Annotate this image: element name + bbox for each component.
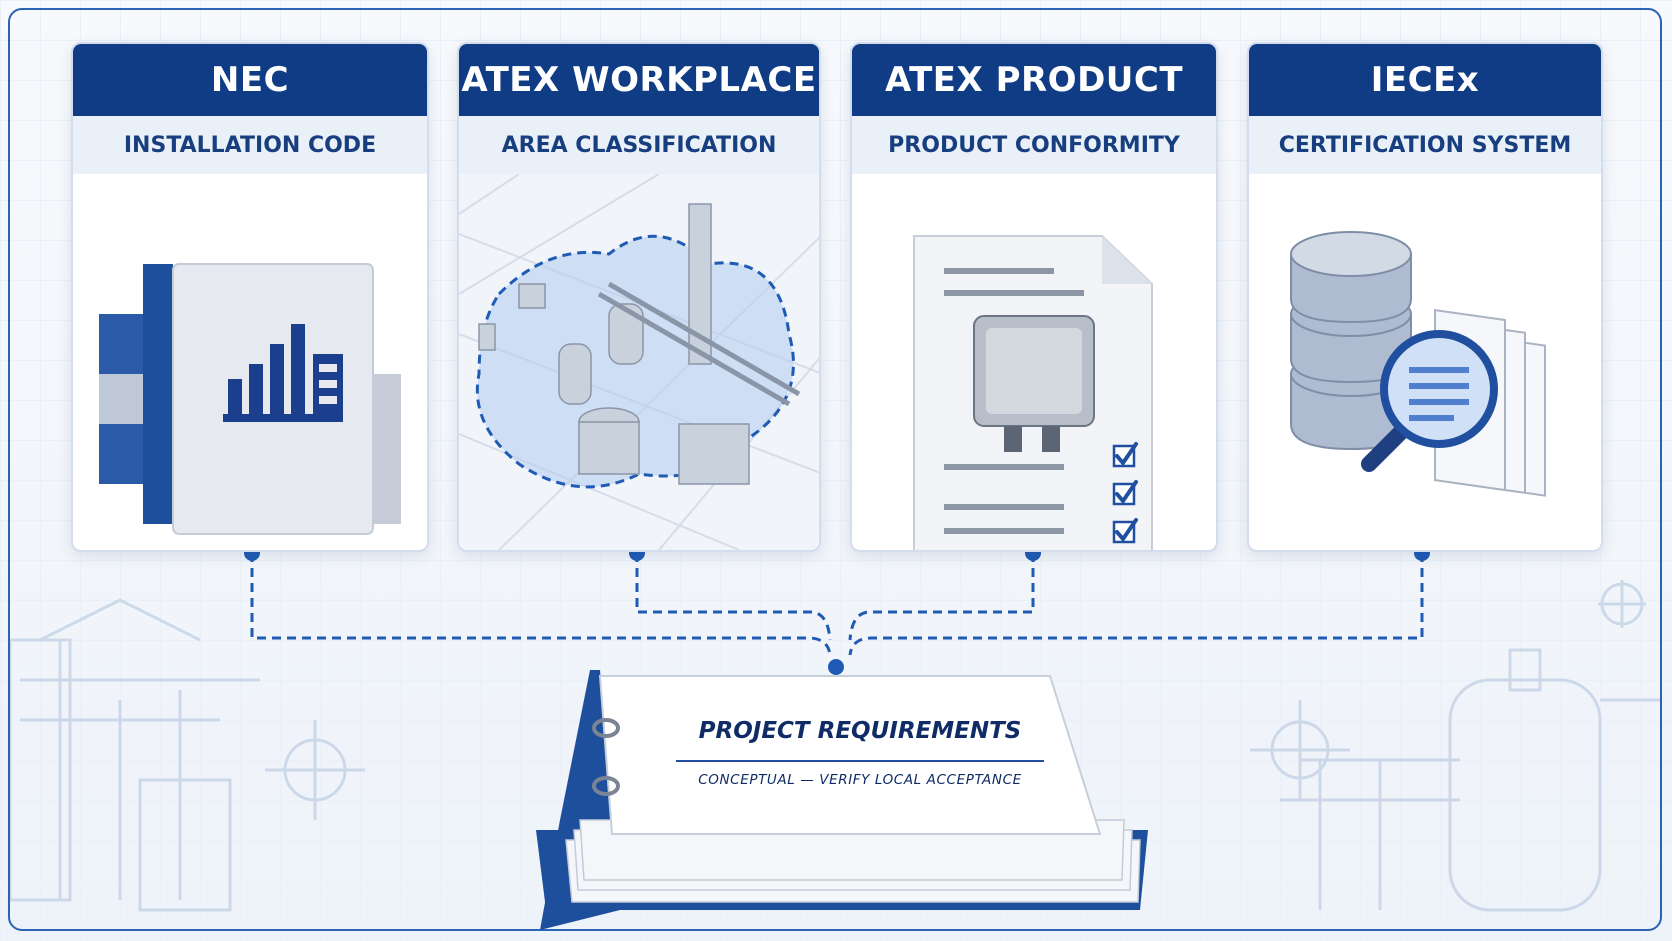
- database-search-icon: [1290, 231, 1546, 497]
- card-atex-workplace: ATEX WORKPLACE AREA CLASSIFICATION: [457, 42, 821, 552]
- outer-frame: [8, 8, 1662, 931]
- card-subtitle: INSTALLATION CODE: [73, 116, 427, 174]
- code-book-icon: [99, 263, 401, 535]
- card-title: ATEX PRODUCT: [852, 44, 1216, 116]
- card-subtitle: CERTIFICATION SYSTEM: [1249, 116, 1601, 174]
- enclosure-checklist-icon: [913, 235, 1153, 550]
- card-title: ATEX WORKPLACE: [459, 44, 819, 116]
- plant-zone-icon: [459, 174, 819, 550]
- binder-title: PROJECT REQUIREMENTS: [698, 718, 1022, 744]
- card-iecex: IECEx CERTIFICATION SYSTEM: [1247, 42, 1603, 552]
- binder-subtitle: CONCEPTUAL — VERIFY LOCAL ACCEPTANCE: [698, 772, 1022, 788]
- card-subtitle: PRODUCT CONFORMITY: [852, 116, 1216, 174]
- card-atex-product: ATEX PRODUCT PRODUCT CONFORMITY: [850, 42, 1218, 552]
- binder-divider: [676, 760, 1044, 762]
- card-title: NEC: [73, 44, 427, 116]
- card-title: IECEx: [1249, 44, 1601, 116]
- card-subtitle: AREA CLASSIFICATION: [459, 116, 819, 174]
- card-nec: NEC INSTALLATION CODE: [71, 42, 429, 552]
